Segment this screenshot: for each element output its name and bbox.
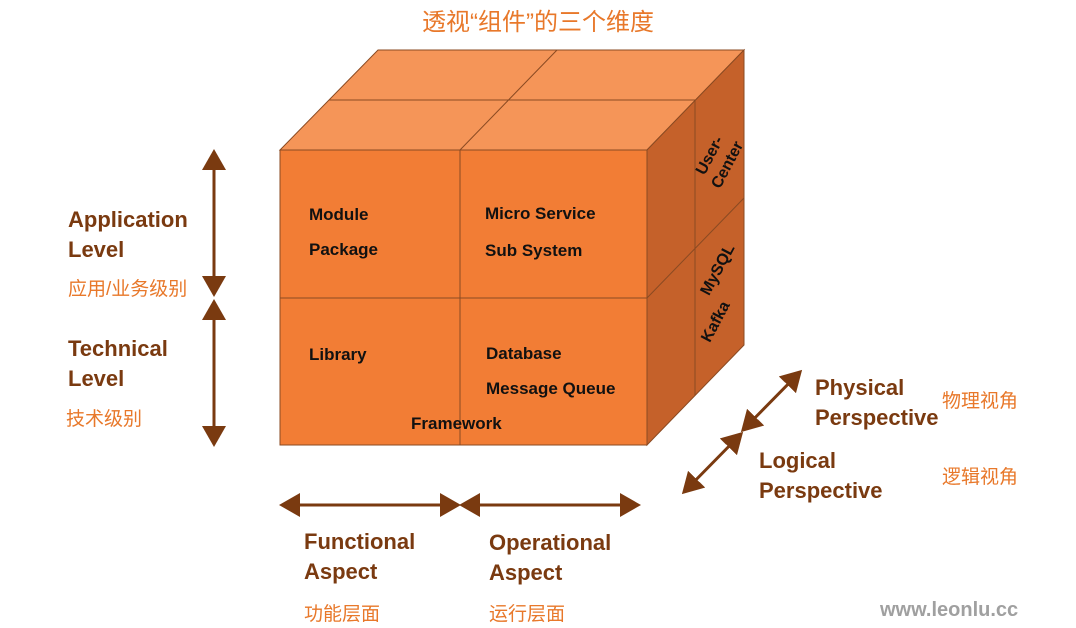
module-label: Module [309,205,369,224]
top-divider-width [459,49,558,151]
micro-service-label: Micro Service [485,204,596,223]
level-word: Level [68,366,125,391]
database-label: Database [486,344,562,363]
library-label: Library [309,345,367,364]
logical-perspective-label: Logical Perspective [759,446,883,506]
framework-label: Framework [411,414,502,433]
operational-aspect-label: Operational Aspect [489,528,611,588]
aspect-word: Aspect [304,559,378,584]
perspective-word: Perspective [759,478,883,503]
application-level-label: Application Level [68,205,188,265]
message-queue-label: Message Queue [486,379,616,398]
physical-word: Physical [815,375,905,400]
watermark: www.leonlu.cc [880,599,1019,621]
physical-perspective-label: Physical Perspective [815,373,939,433]
application-level-cn: 应用/业务级别 [68,279,188,300]
page-title: 透视“组件”的三个维度 [422,9,654,36]
functional-word: Functional [304,529,416,554]
perspective-word: Perspective [815,405,939,430]
physical-perspective-cn: 物理视角 [942,391,1019,412]
sub-system-label: Sub System [485,241,583,260]
functional-aspect-label: Functional Aspect [304,527,415,587]
logical-perspective-cn: 逻辑视角 [942,467,1019,488]
aspect-word: Aspect [489,560,563,585]
logical-perspective-arrow [681,431,744,495]
technical-word: Technical [68,336,168,361]
side-divider-height [646,197,745,299]
functional-aspect-cn: 功能层面 [304,604,381,625]
technical-level-label: Technical Level [68,334,168,394]
technical-level-cn: 技术级别 [66,409,143,430]
operational-aspect-cn: 运行层面 [489,604,566,625]
level-word: Level [68,237,125,262]
operational-word: Operational [489,530,612,555]
application-word: Application [68,207,188,232]
package-label: Package [309,240,378,259]
logical-word: Logical [759,448,837,473]
physical-perspective-arrow [740,369,803,433]
